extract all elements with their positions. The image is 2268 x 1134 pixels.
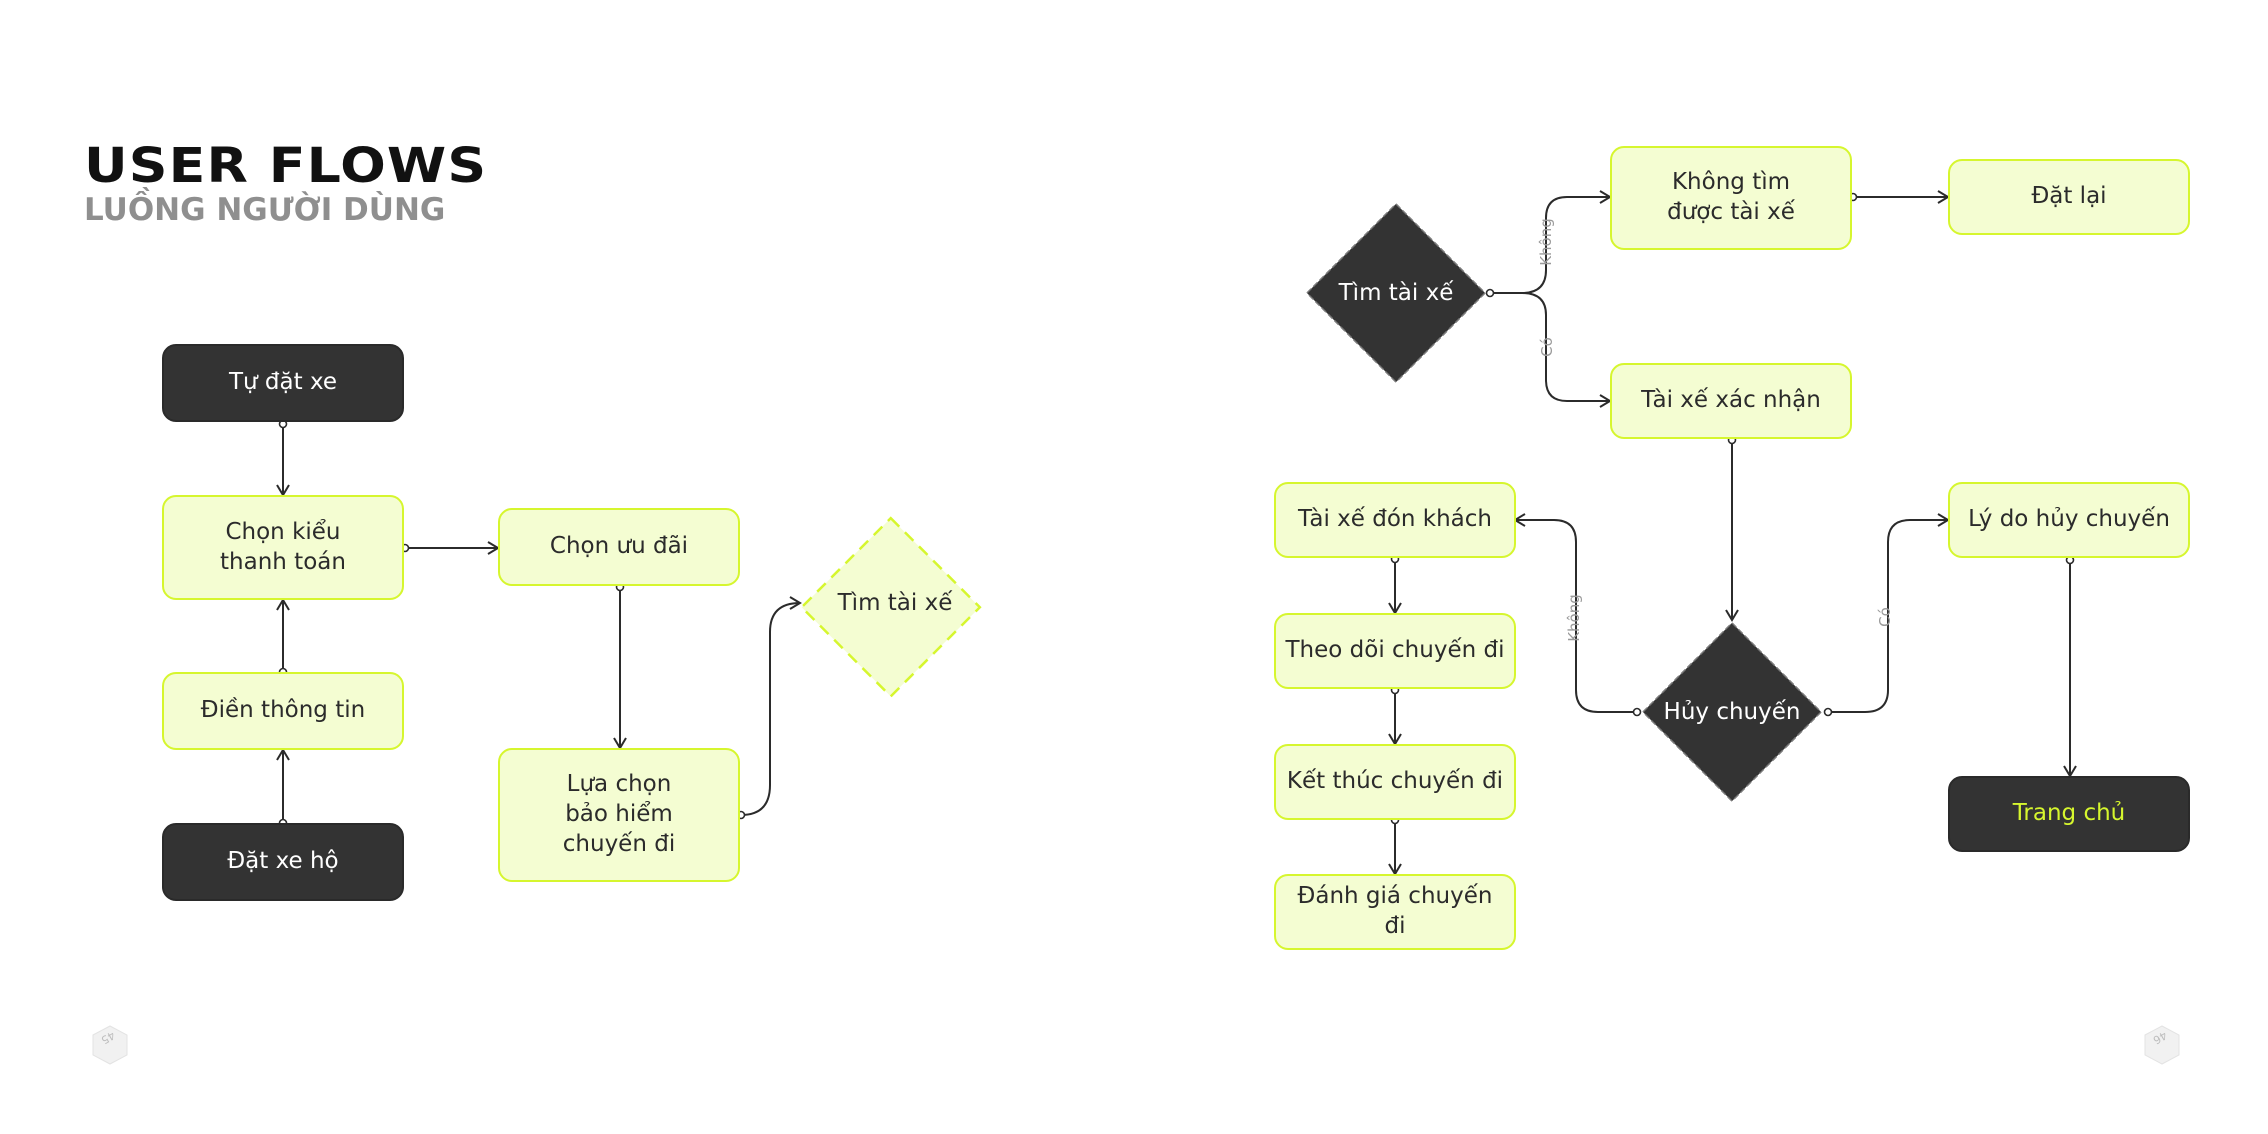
edge-label-co-1: Có	[1538, 337, 1556, 357]
diamond-tim-tai-xe-right	[1305, 202, 1487, 384]
node-ket-thuc-chuyen-di: Kết thúc chuyến đi	[1274, 744, 1516, 820]
node-tu-dat-xe: Tự đặt xe	[162, 344, 404, 422]
diamond-label-huy-chuyen: Hủy chuyến	[1663, 699, 1801, 725]
edge-label-khong-1: Không	[1537, 218, 1555, 266]
node-chon-kieu-thanh-toan: Chọn kiểu thanh toán	[162, 495, 404, 600]
page-subtitle: LUỒNG NGƯỜI DÙNG	[84, 192, 446, 228]
node-tai-xe-xac-nhan: Tài xế xác nhận	[1610, 363, 1852, 439]
node-lua-chon-bao-hiem: Lựa chọn bảo hiểm chuyến đi	[498, 748, 740, 882]
node-dat-lai: Đặt lại	[1948, 159, 2190, 235]
diamond-label-tim-tai-xe-left: Tìm tài xế	[837, 590, 953, 616]
node-dien-thong-tin: Điền thông tin	[162, 672, 404, 750]
edge-timtaixe-branch	[1490, 190, 1612, 294]
edge-label-khong-2: Không	[1565, 594, 1583, 642]
diamond-label-tim-tai-xe-right: Tìm tài xế	[1338, 280, 1454, 306]
edge-timtaixe-co	[1521, 292, 1612, 408]
edge-huy-donkhach	[1513, 513, 1637, 713]
diamond-huy-chuyen	[1641, 621, 1823, 803]
node-tai-xe-don-khach: Tài xế đón khách	[1274, 482, 1516, 558]
node-danh-gia-chuyen-di: Đánh giá chuyến đi	[1274, 874, 1516, 950]
node-trang-chu: Trang chủ	[1948, 776, 2190, 852]
diamond-tim-tai-xe-left	[799, 516, 982, 699]
node-theo-doi-chuyen-di: Theo dõi chuyến đi	[1274, 613, 1516, 689]
node-dat-xe-ho: Đặt xe hộ	[162, 823, 404, 901]
edge-luachon-timtaixe	[740, 596, 802, 816]
edge-huy-lydo	[1828, 513, 1950, 713]
page-title: USER FLOWS	[84, 138, 488, 194]
node-ly-do-huy-chuyen: Lý do hủy chuyến	[1948, 482, 2190, 558]
node-khong-tim-duoc-tai-xe: Không tìm được tài xế	[1610, 146, 1852, 250]
node-chon-uu-dai: Chọn ưu đãi	[498, 508, 740, 586]
page-corner-icons	[92, 1025, 2180, 1065]
edge-label-co-2: Có	[1876, 607, 1894, 627]
